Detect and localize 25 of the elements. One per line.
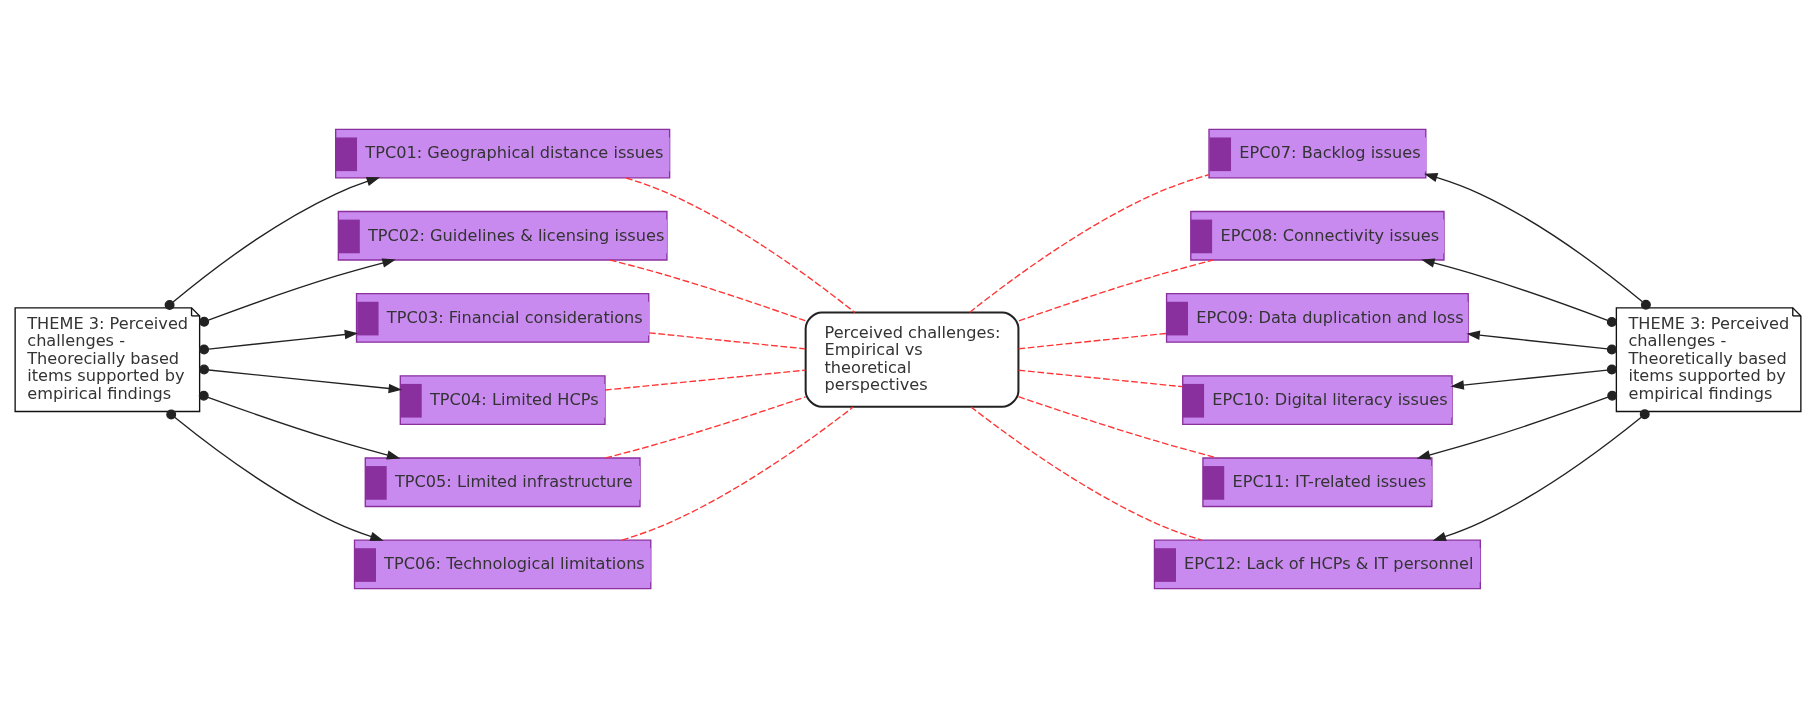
connector — [970, 406, 1203, 541]
arrow — [199, 258, 396, 327]
arrow — [1432, 409, 1650, 542]
arrow — [166, 409, 384, 541]
arrow — [199, 364, 403, 394]
connector — [609, 259, 806, 322]
connector — [625, 177, 856, 314]
arrow — [1466, 330, 1617, 355]
arrow — [198, 390, 401, 460]
connector — [604, 369, 807, 391]
arrow — [1424, 172, 1651, 310]
connector — [604, 396, 807, 459]
arrow — [164, 176, 381, 310]
arrow — [1450, 364, 1617, 390]
connector — [1017, 396, 1219, 459]
arrow — [199, 329, 359, 355]
connector — [969, 174, 1210, 313]
connector — [1018, 369, 1184, 388]
connector — [621, 406, 854, 541]
arrow — [1416, 390, 1618, 460]
connector — [648, 332, 806, 350]
connector — [1018, 332, 1167, 350]
arrow — [1421, 258, 1617, 327]
connector — [1018, 259, 1214, 322]
node-box: Perceived challenges: Empirical vs theoretical perspectives — [804, 311, 1020, 408]
